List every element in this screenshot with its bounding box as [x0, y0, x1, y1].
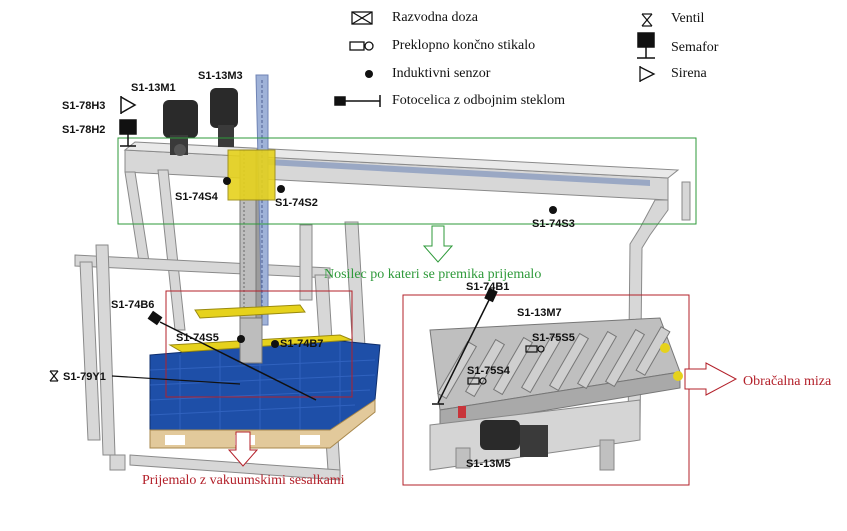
legend-limit-switch: Preklopno končno stikalo: [392, 38, 536, 53]
photocell-b1: [432, 287, 498, 405]
legend-photocell: Fotocelica z odbojnim steklom: [392, 93, 566, 108]
legend-inductive-sensor: Induktivni senzor: [392, 66, 491, 81]
legend-valve: Ventil: [671, 11, 705, 26]
limit-switch-s75s4: [467, 377, 487, 385]
valve-y1-icon: [49, 370, 59, 382]
vacuum-gripper-pallet: [149, 304, 381, 449]
tag-s1-74b6: S1-74B6: [111, 299, 155, 311]
carrier-frame: [117, 137, 697, 225]
tag-s1-13m7: S1-13M7: [517, 307, 562, 319]
photocell-b6: [147, 310, 317, 401]
junction-box-icon: [351, 11, 373, 25]
motor-m1: [163, 100, 198, 156]
caption-carrier: Nosilec po kateri se premika prijemalo: [324, 267, 542, 282]
tag-s1-13m1: S1-13M1: [131, 82, 176, 94]
tag-s1-74b1: S1-74B1: [466, 281, 510, 293]
valve-icon: [641, 13, 653, 27]
inductive-sensor-icon: [365, 70, 373, 78]
sensor-s5-dot: [237, 335, 245, 343]
caption-turning-table: Obračalna miza: [743, 374, 832, 389]
legend-semaphore: Semafor: [671, 40, 719, 55]
semaphore-icon: [637, 32, 655, 59]
gripper-arrow: [227, 431, 259, 467]
tag-s1-13m5: S1-13M5: [466, 458, 511, 470]
tag-s1-74b7: S1-74B7: [280, 338, 324, 350]
photocell-icon: [334, 95, 381, 107]
tag-s1-74s2: S1-74S2: [275, 197, 318, 209]
caption-gripper: Prijemalo z vakuumskimi sesalkami: [142, 473, 345, 488]
motor-m3: [210, 88, 238, 147]
tag-s1-13m3: S1-13M3: [198, 70, 243, 82]
carrier-arrow: [422, 225, 454, 263]
tag-s1-78h2: S1-78H2: [62, 124, 106, 136]
gripper-frame: [165, 290, 353, 398]
legend-siren: Sirena: [671, 66, 707, 81]
tag-s1-75s4: S1-75S4: [467, 365, 510, 377]
tag-s1-74s5: S1-74S5: [176, 332, 219, 344]
valve-y1-leader: [111, 375, 241, 385]
siren-h3-icon: [120, 96, 137, 114]
table-frame: [402, 294, 690, 486]
tag-s1-79y1: S1-79Y1: [63, 371, 106, 383]
sensor-s2-dot: [277, 185, 285, 193]
turning-table: [429, 317, 683, 471]
table-arrow: [684, 362, 738, 396]
legend-junction-box: Razvodna doza: [392, 10, 478, 25]
sensor-s4-dot: [223, 177, 231, 185]
tag-s1-75s5: S1-75S5: [532, 332, 575, 344]
sensor-dots: [223, 177, 557, 348]
semaphore-h2-icon: [119, 119, 137, 147]
tag-s1-78h3: S1-78H3: [62, 100, 106, 112]
sensor-s3-dot: [549, 206, 557, 214]
tag-s1-74s4: S1-74S4: [175, 191, 218, 203]
limit-switch-s75s5: [525, 345, 545, 353]
tag-s1-74s3: S1-74S3: [532, 218, 575, 230]
sensor-b7-dot: [271, 340, 279, 348]
limit-switch-icon: [349, 41, 374, 51]
siren-icon: [639, 66, 656, 82]
